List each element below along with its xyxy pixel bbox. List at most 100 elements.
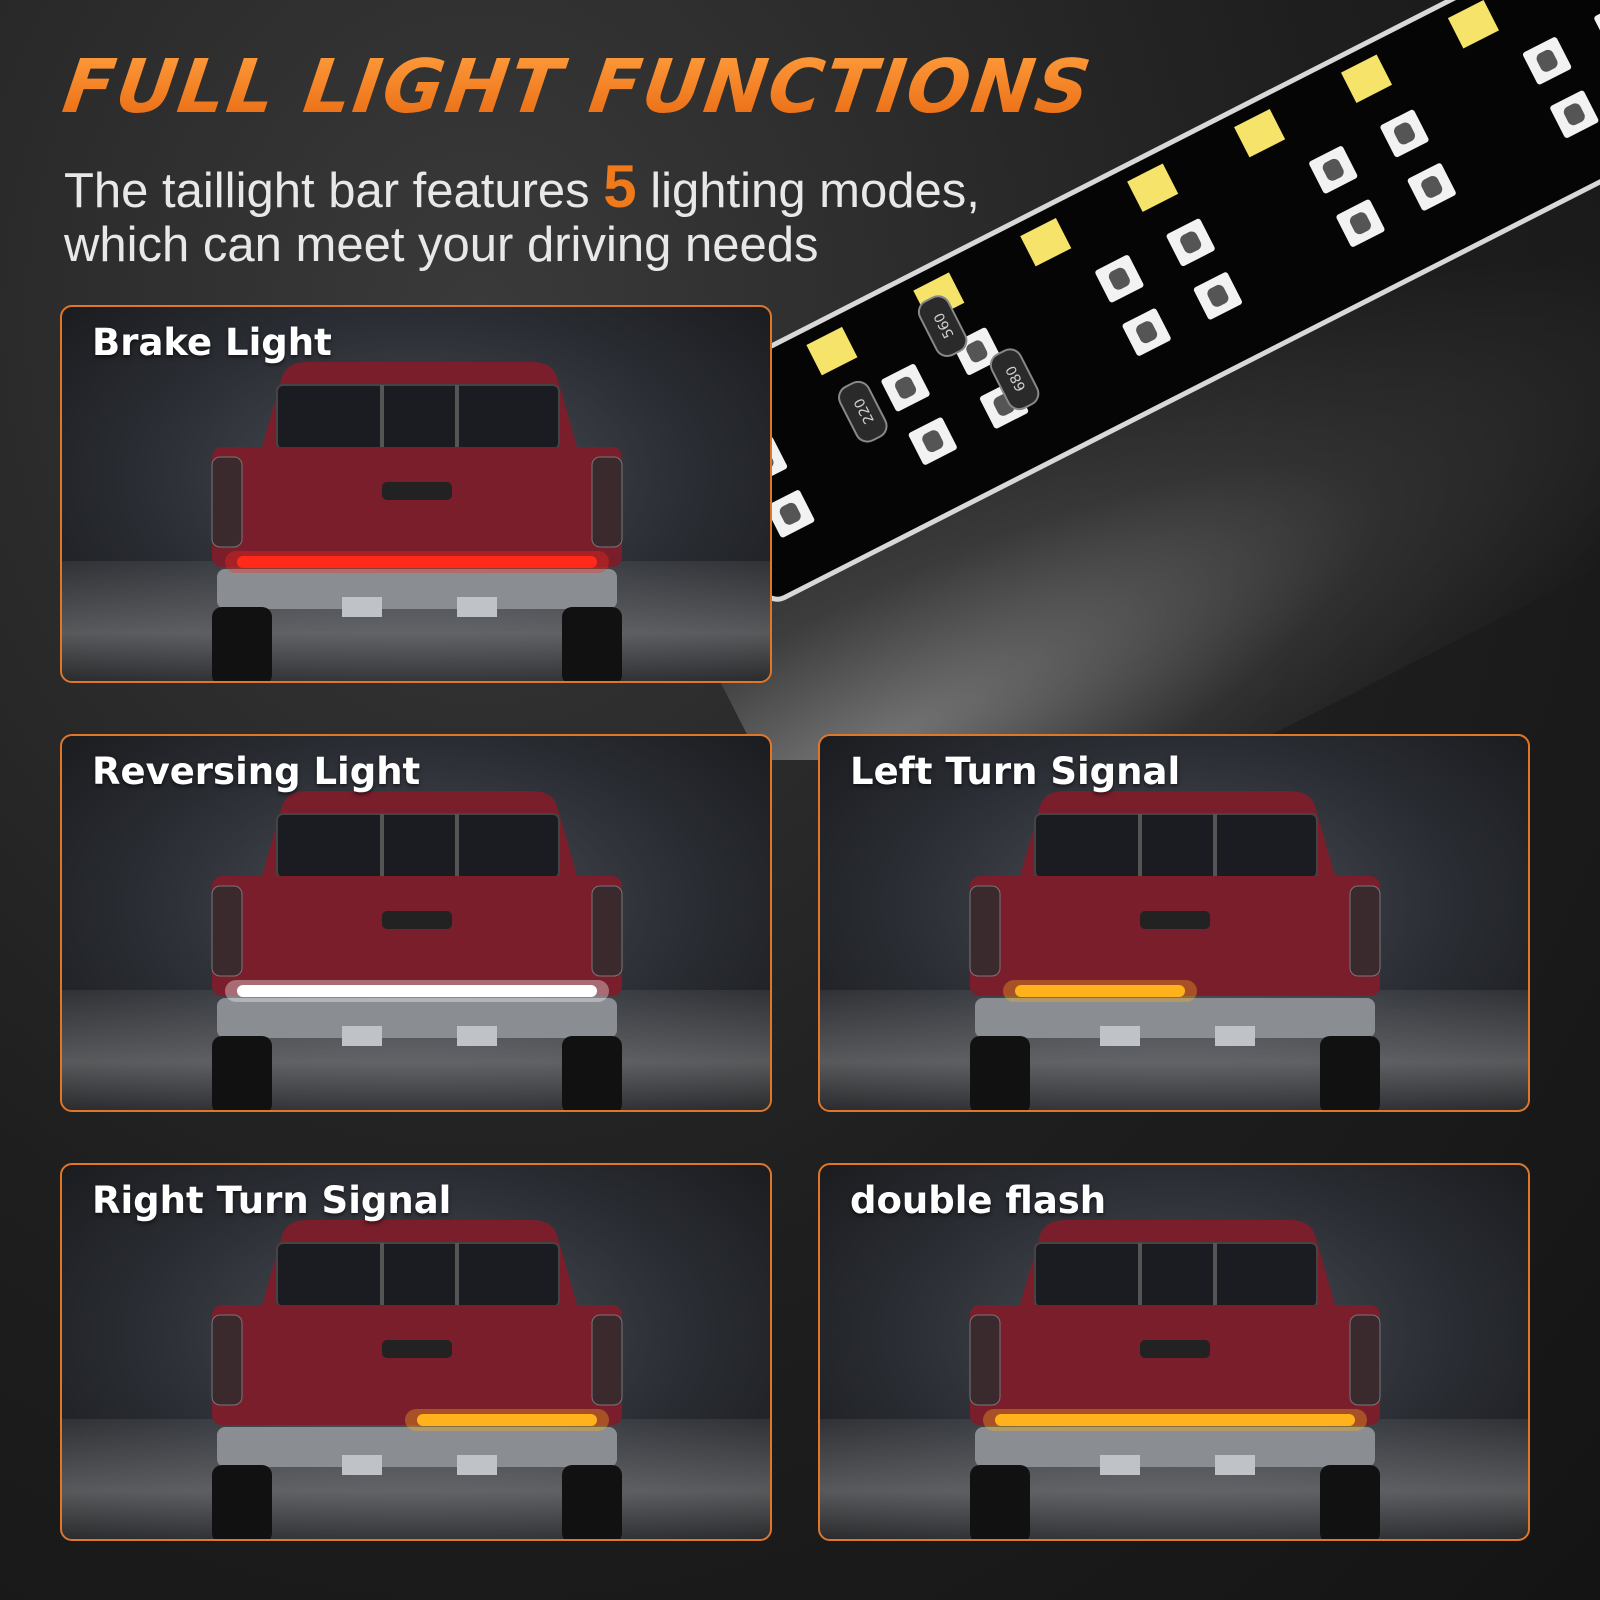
white-led-chip (979, 381, 1029, 429)
led-chip-core (1349, 212, 1371, 235)
truck-illustration (211, 362, 623, 681)
truck-illustration (969, 791, 1381, 1110)
tailgate-handle (382, 482, 452, 500)
led-chip-core (1108, 267, 1130, 290)
subtitle-text-pre: The taillight bar features (64, 164, 604, 218)
tailgate (212, 1305, 622, 1425)
tailgate-handle (1140, 1340, 1210, 1358)
mode-panel-brake: Brake Light (60, 305, 772, 683)
amber-led-chip (806, 326, 858, 376)
mode-label: Left Turn Signal (850, 750, 1181, 793)
tailgate-handle (1140, 911, 1210, 929)
headline-title: FULL LIGHT FUNCTIONS (57, 44, 1098, 130)
white-led-chip (1193, 272, 1242, 320)
led-chip-core (1421, 175, 1443, 198)
truck-illustration (969, 1220, 1381, 1539)
left-tail-lamp (211, 885, 243, 977)
left-tail-lamp (969, 885, 1001, 977)
amber-led-chip (1234, 108, 1286, 158)
mode-label: double flash (850, 1179, 1107, 1222)
rear-bumper (975, 998, 1375, 1038)
white-led-chip (1309, 146, 1358, 194)
bumper-step (1215, 1026, 1255, 1046)
led-chip-core (1180, 231, 1202, 254)
rear-bumper (975, 1427, 1375, 1467)
right-wheel (1320, 1465, 1380, 1539)
resistor-label-220: 220 (851, 395, 877, 426)
mode-panel-reversing: Reversing Light (60, 734, 772, 1112)
bumper-step (1100, 1455, 1140, 1475)
subtitle-text-line2: which can meet your driving needs (64, 218, 819, 272)
bumper-step (342, 597, 382, 617)
led-chip-core (922, 430, 944, 453)
white-led-chip (1336, 199, 1385, 247)
resistor-label-680: 680 (1003, 363, 1029, 394)
right-wheel (1320, 1036, 1380, 1110)
bumper-step (457, 1026, 497, 1046)
left-tail-lamp (211, 1314, 243, 1406)
tailgate-light-bar (237, 556, 597, 568)
tailgate-handle (382, 911, 452, 929)
led-chip-core (1563, 103, 1585, 126)
tailgate-light-bar (237, 985, 597, 997)
rear-window (276, 813, 560, 879)
bumper-step (1100, 1026, 1140, 1046)
led-chip-core (1536, 49, 1558, 72)
rear-window (276, 384, 560, 450)
led-chip-core (895, 376, 917, 399)
bumper-step (342, 1455, 382, 1475)
white-led-chip (908, 417, 957, 465)
resistor-560: 560 (917, 295, 968, 357)
rear-window (1034, 1242, 1318, 1308)
amber-led-chip (1447, 0, 1499, 49)
left-wheel (970, 1465, 1030, 1539)
bumper-step (457, 1455, 497, 1475)
subtitle-mode-count: 5 (603, 153, 637, 220)
white-led-chip (1523, 37, 1572, 85)
tailgate (970, 876, 1380, 996)
resistor-label-560: 560 (931, 310, 957, 341)
white-led-chip (766, 490, 815, 538)
white-led-chip (1550, 90, 1599, 138)
bumper-step (1215, 1455, 1255, 1475)
white-led-chip (1407, 163, 1456, 211)
amber-led-chip (913, 272, 965, 321)
bumper-step (457, 597, 497, 617)
resistor-680: 680 (989, 348, 1040, 411)
right-wheel (562, 1465, 622, 1539)
white-led-chip (1166, 218, 1215, 267)
led-chip-core (1322, 158, 1344, 181)
white-led-chip (881, 364, 930, 412)
right-tail-lamp (1349, 885, 1381, 977)
right-tail-lamp (591, 1314, 623, 1406)
mode-panel-left-turn: Left Turn Signal (818, 734, 1530, 1112)
bumper-step (342, 1026, 382, 1046)
mode-label: Brake Light (92, 321, 332, 364)
resistor-220: 220 (838, 380, 888, 443)
white-led-chip (1380, 109, 1429, 158)
right-wheel (562, 607, 622, 681)
led-chip-core (993, 393, 1015, 416)
mode-label: Reversing Light (92, 750, 421, 793)
white-led-chip (1594, 0, 1600, 49)
subtitle: The taillight bar features 5 lighting mo… (64, 157, 1104, 273)
right-tail-lamp (1349, 1314, 1381, 1406)
led-chip-core (1136, 321, 1158, 344)
tailgate-light-bar (1015, 985, 1185, 997)
tailgate (212, 447, 622, 567)
tailgate-light-bar (995, 1414, 1355, 1426)
right-tail-lamp (591, 885, 623, 977)
rear-bumper (217, 569, 617, 609)
left-wheel (212, 607, 272, 681)
led-chip-core (779, 502, 801, 525)
truck-illustration (211, 1220, 623, 1539)
left-wheel (970, 1036, 1030, 1110)
left-wheel (212, 1036, 272, 1110)
left-tail-lamp (969, 1314, 1001, 1406)
led-chip-core (966, 340, 988, 363)
led-chip-core (1207, 284, 1229, 307)
right-tail-lamp (591, 456, 623, 548)
tailgate-light-bar (417, 1414, 597, 1426)
amber-led-chip (1340, 54, 1393, 103)
rear-window (276, 1242, 560, 1308)
